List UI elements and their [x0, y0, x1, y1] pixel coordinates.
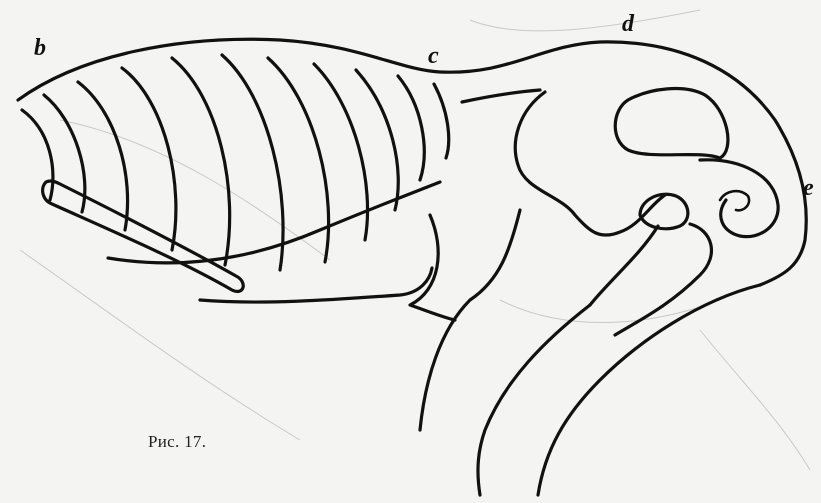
sternum	[43, 181, 244, 292]
background-texture	[20, 10, 810, 470]
ventral-outline	[200, 268, 432, 302]
label-b: b	[34, 36, 46, 60]
rib	[398, 76, 424, 180]
ribs	[22, 55, 449, 270]
scapula-outline	[515, 92, 665, 235]
bone-shaft-lower	[615, 224, 711, 335]
neck-line	[462, 90, 540, 102]
label-d: d	[622, 12, 634, 36]
fossa	[615, 89, 728, 158]
label-e: e	[803, 176, 814, 200]
limb-front-edge	[478, 305, 590, 495]
label-c: c	[428, 44, 439, 68]
rib	[172, 58, 230, 265]
joint-socket	[700, 160, 778, 237]
rib	[122, 68, 176, 250]
rib	[22, 110, 53, 200]
rib	[78, 82, 128, 230]
figure-caption: Рис. 17.	[148, 432, 206, 452]
rib	[434, 84, 449, 158]
limb-muscle-line	[420, 210, 520, 430]
rib	[356, 70, 398, 210]
bone-shaft-upper	[590, 226, 658, 305]
rib	[222, 55, 283, 270]
dorsal-outline	[18, 39, 806, 285]
